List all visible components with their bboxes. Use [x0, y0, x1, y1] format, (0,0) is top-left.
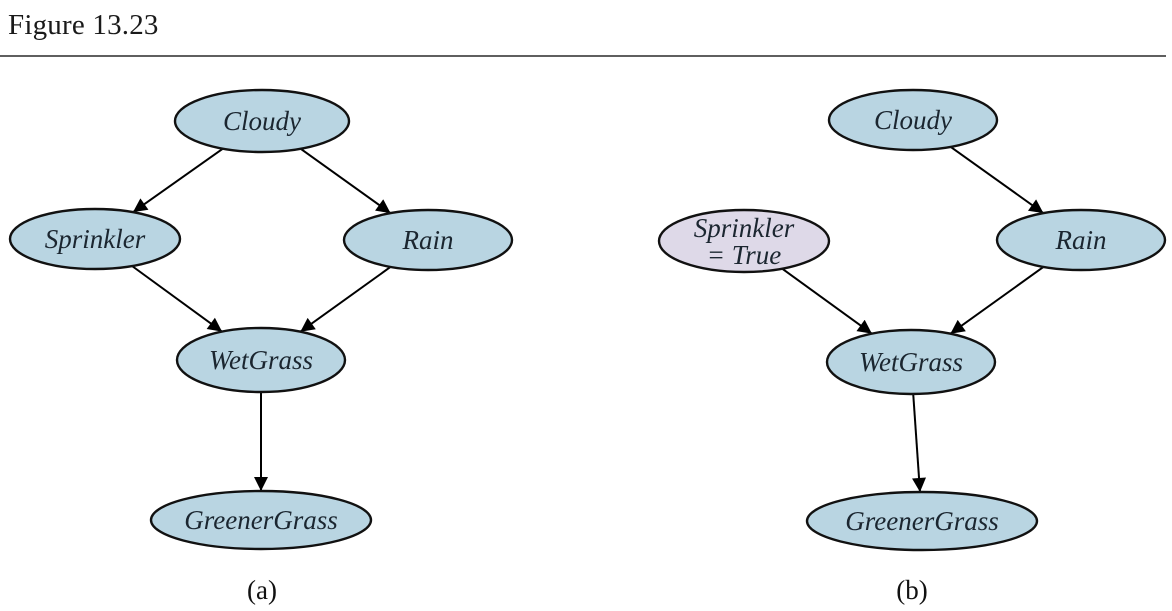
node-label-wetgrass: WetGrass — [209, 345, 313, 375]
edge-rain-wetgrass — [299, 266, 392, 333]
node-label-sprinkler: Sprinkler — [45, 224, 146, 254]
edge-wetgrass-greenergrass — [912, 393, 927, 493]
edge-sprinkler-wetgrass — [131, 265, 223, 333]
figure-title: Figure 13.23 — [8, 9, 159, 41]
edge-rain-wetgrass — [949, 266, 1045, 335]
node-label-rain: Rain — [1055, 225, 1107, 255]
node-label-cloudy: Cloudy — [874, 105, 952, 135]
caption-a: (a) — [247, 575, 277, 605]
edge-cloudy-sprinkler — [132, 147, 224, 213]
edge-cloudy-rain — [949, 146, 1045, 214]
node-wetgrass — [175, 326, 347, 394]
node-label-greenergrass: GreenerGrass — [845, 506, 998, 536]
node-wetgrass — [825, 328, 997, 396]
node-greenergrass — [805, 490, 1039, 552]
node-greenergrass — [149, 489, 373, 551]
node-label-wetgrass: WetGrass — [859, 347, 963, 377]
node-rain — [995, 208, 1167, 272]
edge-sprinkler_true-wetgrass — [781, 267, 873, 335]
node-sprinkler_true — [657, 208, 831, 274]
caption-b: (b) — [896, 575, 927, 605]
node-cloudy — [827, 88, 999, 152]
title-divider — [0, 55, 1166, 57]
node-label-rain: Rain — [402, 225, 454, 255]
node-label-greenergrass: GreenerGrass — [184, 505, 337, 535]
node-cloudy — [173, 88, 351, 154]
node-sprinkler — [8, 207, 182, 271]
node-label-sprinkler_true: Sprinkler= True — [694, 213, 795, 270]
node-label-cloudy: Cloudy — [223, 106, 301, 136]
edge-cloudy-rain — [300, 147, 392, 214]
node-rain — [342, 208, 514, 272]
